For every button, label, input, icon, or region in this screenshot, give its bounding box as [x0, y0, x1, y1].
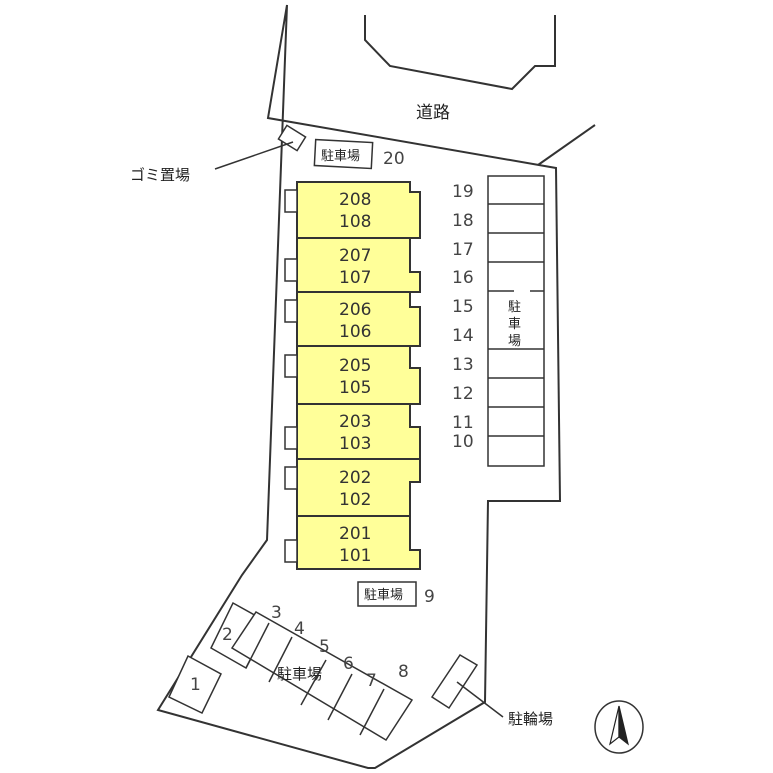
north-arrow-icon	[594, 700, 644, 754]
garbage-area	[277, 124, 307, 152]
parking-top-label: 駐車場	[321, 149, 360, 164]
unit-upper-202: 202	[339, 468, 371, 488]
apartment-building	[284, 181, 421, 570]
unit-block-7	[296, 515, 421, 570]
parking-middle-label: 駐車場	[364, 588, 403, 603]
site-boundary	[156, 4, 562, 769]
garbage-leader-line	[214, 141, 294, 170]
parking-number-20: 20	[383, 149, 405, 169]
parking-number-4: 4	[294, 619, 305, 639]
unit-numbers: 208 108 207 107 206 106 205 105 203 103 …	[339, 190, 371, 566]
unit-upper-208: 208	[339, 190, 371, 210]
parking-number-15: 15	[452, 297, 474, 317]
parking-number-9: 9	[424, 587, 435, 607]
parking-number-12: 12	[452, 384, 474, 404]
parking-number-18: 18	[452, 211, 474, 231]
right-parking-column	[487, 175, 545, 467]
parking-number-11: 11	[452, 413, 474, 433]
right-parking-numbers: 19 18 17 16 15 14 13 12 11 10	[452, 182, 474, 452]
balcony	[284, 258, 298, 282]
bicycle-leader-line	[456, 681, 504, 718]
parking-number-8: 8	[398, 662, 409, 682]
right-parking-char-3: 場	[508, 334, 521, 349]
parking-bottom-label: 駐車場	[277, 665, 322, 683]
unit-lower-101: 101	[339, 546, 371, 566]
unit-lower-105: 105	[339, 378, 371, 398]
unit-upper-205: 205	[339, 356, 371, 376]
garbage-label: ゴミ置場	[130, 166, 190, 184]
unit-lower-108: 108	[339, 212, 371, 232]
parking-number-1: 1	[190, 675, 201, 695]
parking-space-1	[168, 654, 222, 715]
unit-lower-106: 106	[339, 322, 371, 342]
parking-top-box	[313, 138, 374, 170]
unit-upper-203: 203	[339, 412, 371, 432]
bicycle-parking-label: 駐輪場	[508, 710, 553, 728]
parking-number-2: 2	[222, 625, 233, 645]
parking-number-10: 10	[452, 432, 474, 452]
bottom-parking-row	[168, 601, 414, 742]
parking-number-6: 6	[343, 654, 354, 674]
parking-number-16: 16	[452, 268, 474, 288]
unit-upper-201: 201	[339, 524, 371, 544]
right-parking-char-2: 車	[508, 317, 521, 332]
parking-number-13: 13	[452, 355, 474, 375]
right-parking-char-1: 駐	[508, 300, 521, 315]
boundary-extension	[537, 124, 596, 166]
parking-number-14: 14	[452, 326, 474, 346]
right-parking-frame	[487, 175, 545, 467]
balcony	[284, 466, 298, 490]
parking-number-19: 19	[452, 182, 474, 202]
balcony	[284, 189, 298, 213]
parking-number-17: 17	[452, 240, 474, 260]
balcony	[284, 299, 298, 323]
parking-number-3: 3	[271, 603, 282, 623]
balcony	[284, 426, 298, 450]
parking-number-5: 5	[319, 637, 330, 657]
unit-lower-107: 107	[339, 268, 371, 288]
parking-number-7: 7	[366, 671, 377, 691]
unit-lower-102: 102	[339, 490, 371, 510]
bicycle-parking-area	[430, 653, 479, 710]
unit-upper-206: 206	[339, 300, 371, 320]
unit-lower-103: 103	[339, 434, 371, 454]
road-label: 道路	[416, 103, 450, 123]
balcony	[284, 354, 298, 378]
road-outline	[364, 15, 556, 91]
parking-middle-box	[357, 581, 417, 607]
balcony	[284, 539, 298, 563]
parking-row-main	[230, 611, 414, 742]
unit-upper-207: 207	[339, 246, 371, 266]
